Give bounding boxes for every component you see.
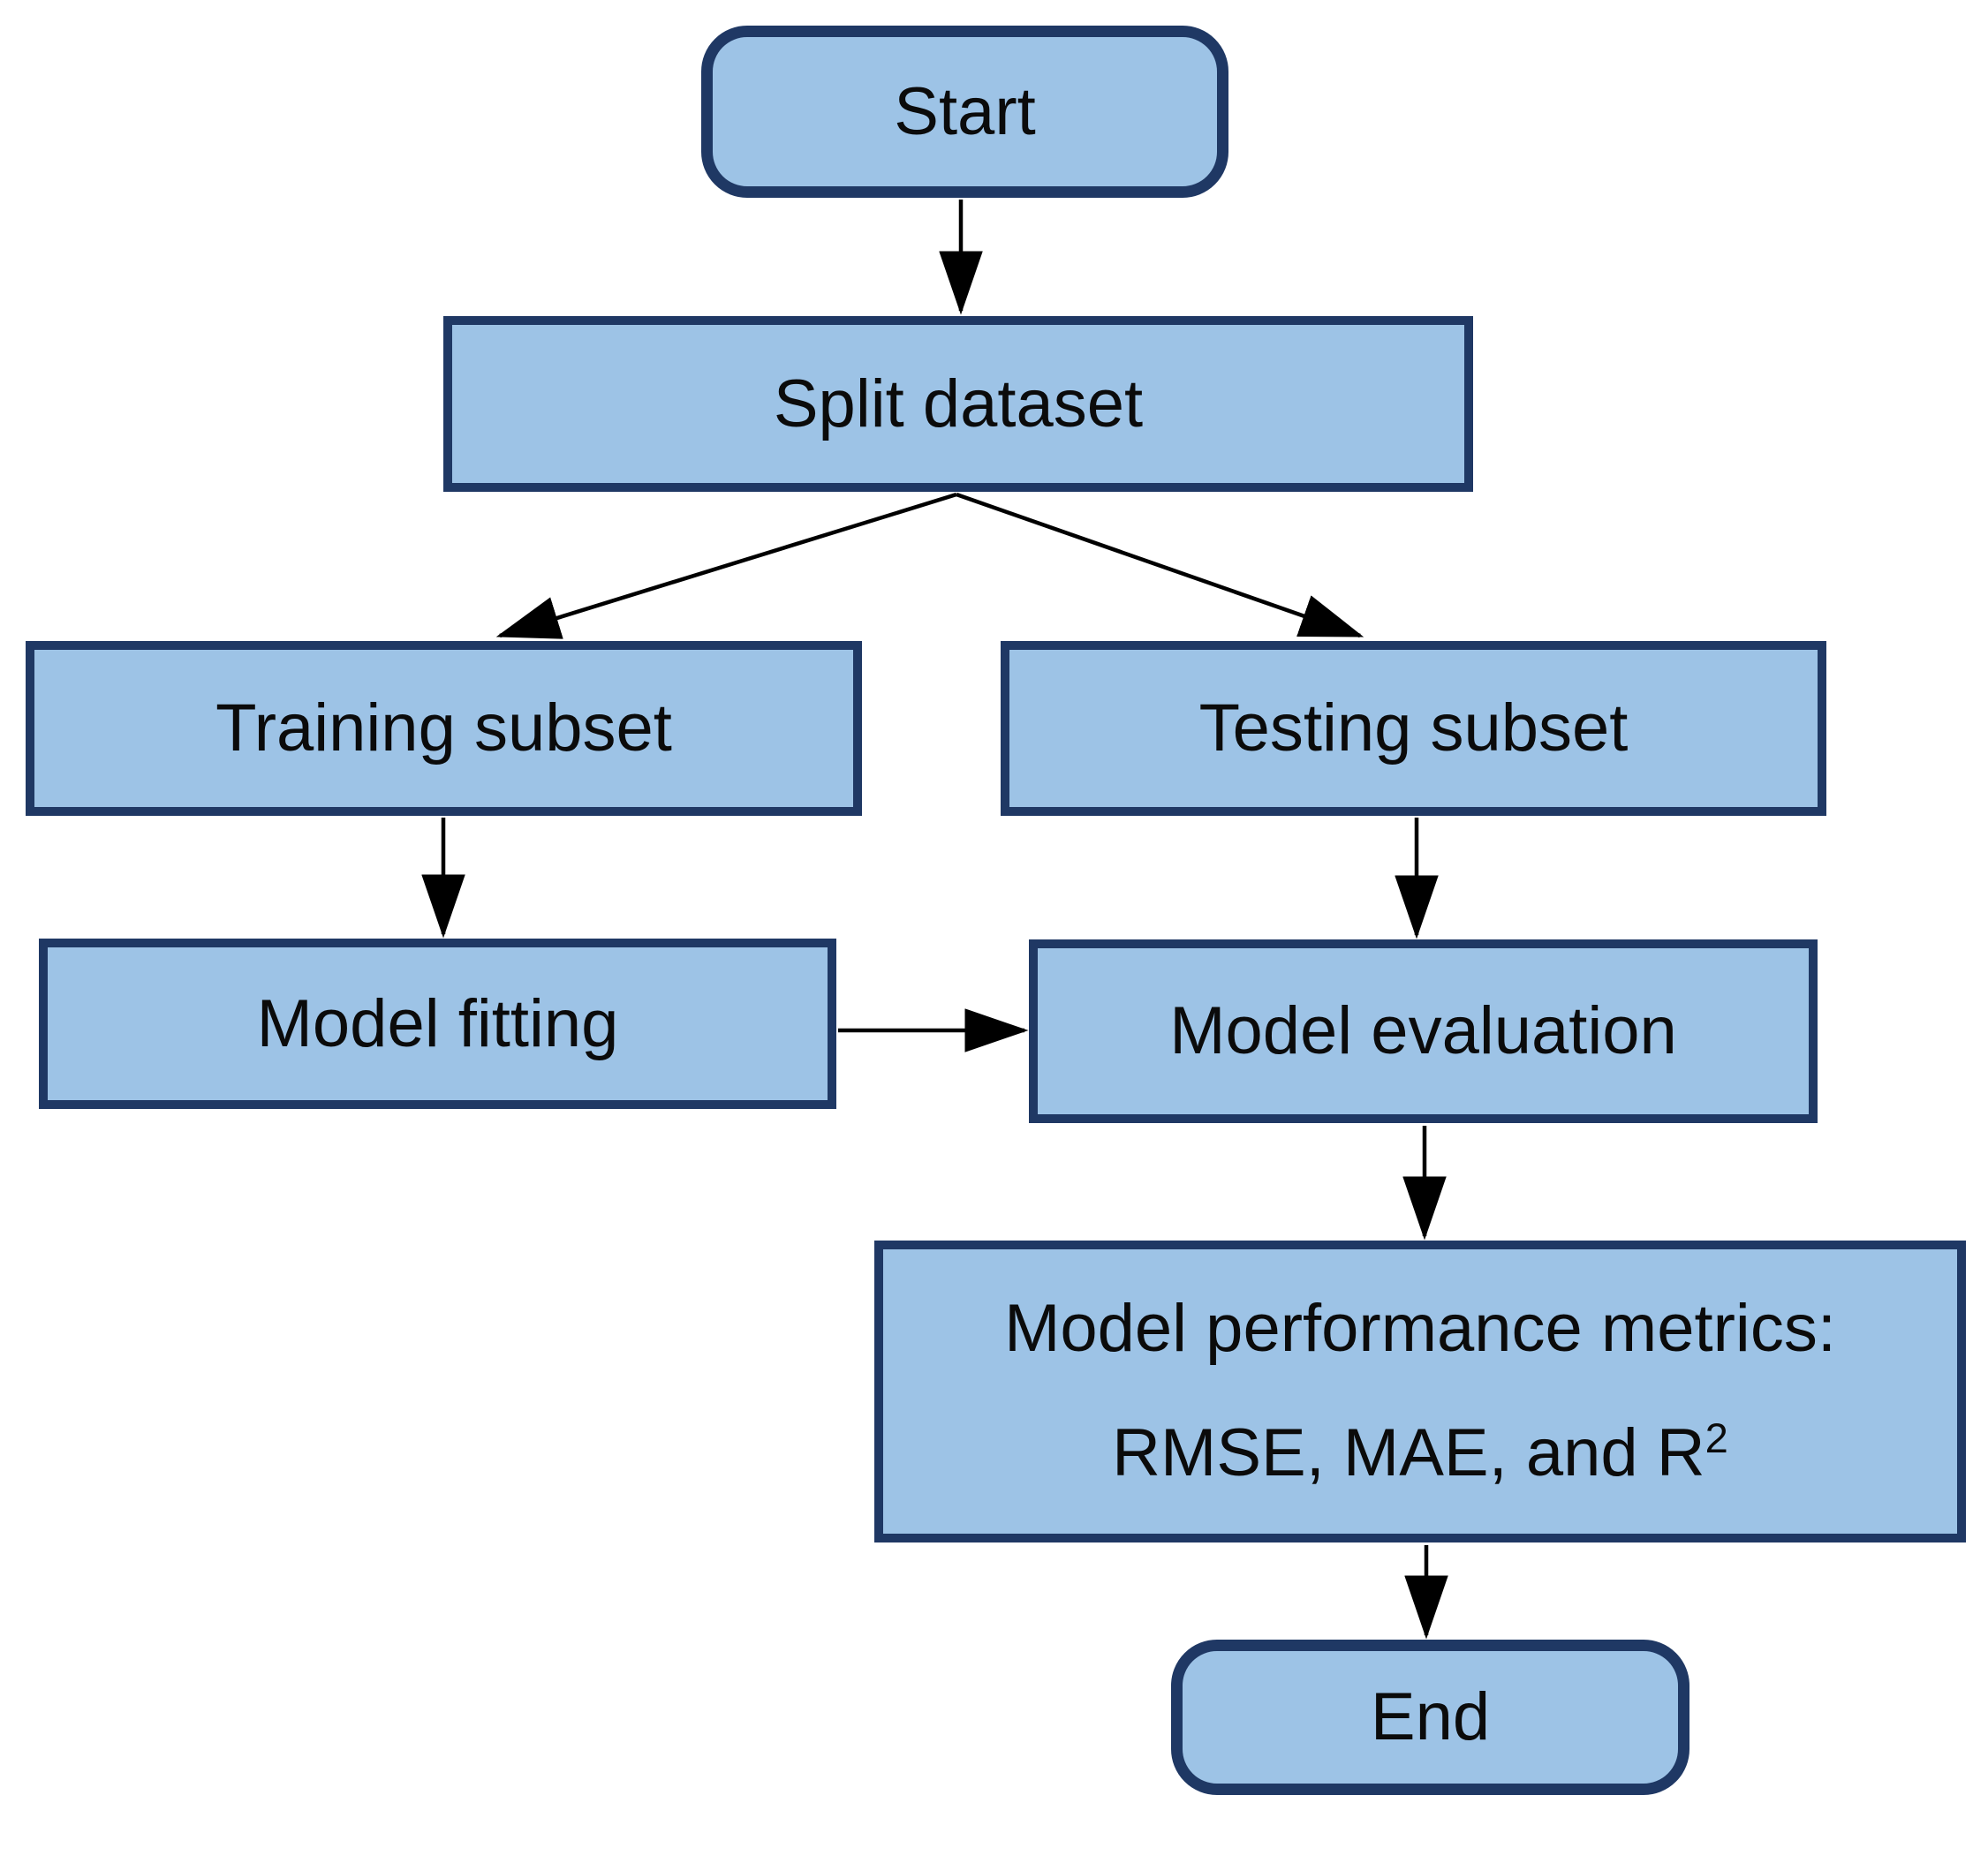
node-model-performance-metrics-label: Model performance metrics: RMSE, MAE, an… <box>1004 1267 1836 1515</box>
node-model-fitting: Model fitting <box>39 939 836 1109</box>
metrics-label-line2: RMSE, MAE, and R <box>1112 1415 1705 1490</box>
node-model-evaluation: Model evaluation <box>1029 939 1818 1123</box>
node-start-label: Start <box>894 73 1036 149</box>
metrics-label-superscript: 2 <box>1705 1414 1728 1462</box>
node-model-performance-metrics: Model performance metrics: RMSE, MAE, an… <box>874 1241 1966 1542</box>
node-model-fitting-label: Model fitting <box>256 985 619 1061</box>
node-training-subset: Training subset <box>26 641 862 816</box>
metrics-label-line1: Model performance metrics: <box>1004 1291 1836 1367</box>
node-testing-subset-label: Testing subset <box>1198 690 1629 766</box>
node-end-label: End <box>1370 1679 1491 1755</box>
node-model-evaluation-label: Model evaluation <box>1169 993 1677 1069</box>
node-testing-subset: Testing subset <box>1001 641 1826 816</box>
node-split-dataset: Split dataset <box>443 316 1473 492</box>
node-training-subset-label: Training subset <box>215 690 672 766</box>
edge-split-to-testing <box>956 492 1364 638</box>
node-end: End <box>1171 1640 1689 1795</box>
edge-split-to-training <box>495 492 957 639</box>
node-split-dataset-label: Split dataset <box>773 366 1144 441</box>
node-start: Start <box>701 26 1228 198</box>
